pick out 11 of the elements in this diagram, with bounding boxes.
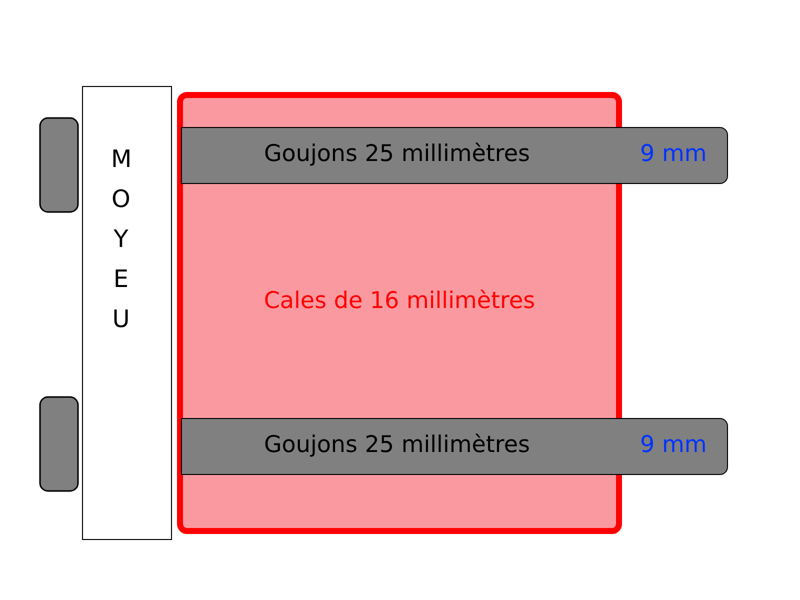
stud-label: Goujons 25 millimètres [262, 432, 531, 458]
stud-label: Goujons 25 millimètres [262, 141, 531, 167]
hub-label: MOYEU [111, 144, 131, 335]
hub-lug [39, 117, 79, 213]
dimension-label: 9 mm [640, 432, 707, 458]
dimension-label: 9 mm [640, 141, 707, 167]
hub-plate [82, 86, 172, 540]
hub-lug [39, 396, 79, 492]
stud-bar [181, 127, 728, 184]
shim-label: Cales de 16 millimètres [262, 288, 536, 314]
stud-bar [181, 418, 728, 475]
